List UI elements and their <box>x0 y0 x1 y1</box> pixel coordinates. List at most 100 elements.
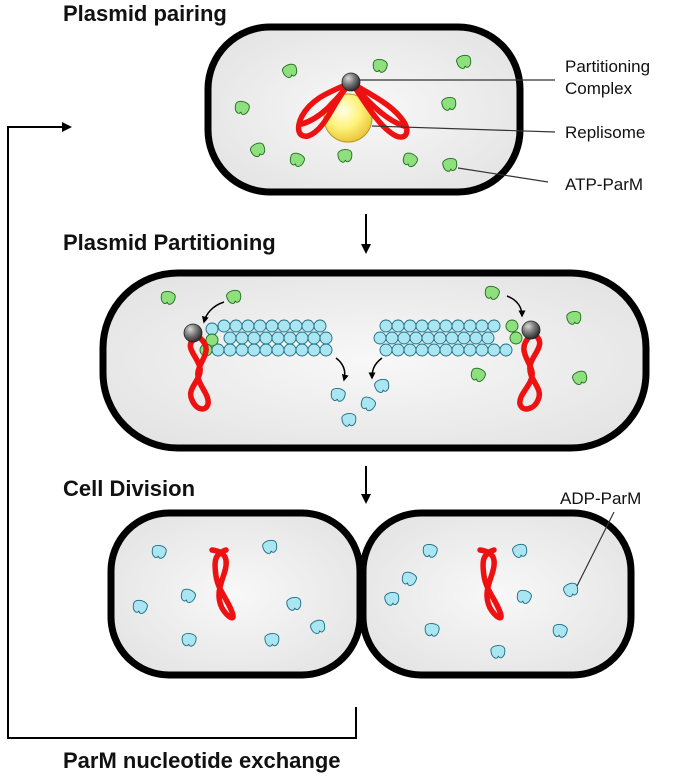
plasmid-left <box>295 80 353 139</box>
atp-parm-monomer <box>572 370 588 385</box>
partitioning-cell <box>99 269 650 452</box>
filament-subunit <box>277 319 291 333</box>
adp-parm-monomer <box>516 589 532 604</box>
filament-subunit <box>289 319 303 333</box>
atp-parm-monomer <box>337 149 353 163</box>
filament-subunit <box>445 331 459 345</box>
atp-parm-monomers <box>234 54 472 172</box>
filament-subunit <box>295 343 309 357</box>
atp-parm-monomer <box>250 142 266 158</box>
adp-parm-monomer <box>422 543 438 558</box>
title-plasmid-pairing: Plasmid pairing <box>63 1 227 26</box>
adp-parm-monomer <box>330 387 346 402</box>
filament-subunit <box>475 319 489 333</box>
filament-subunit <box>319 331 333 345</box>
filament-subunit <box>283 331 297 345</box>
filament-subunit <box>451 343 465 357</box>
filament-subunit <box>373 331 387 345</box>
filament-subunit <box>217 319 231 333</box>
filament-subunit <box>439 319 453 333</box>
filament-subunit <box>265 319 279 333</box>
parm-filament-right <box>373 319 513 357</box>
label-replisome: Replisome <box>565 123 645 142</box>
filament-subunit <box>463 343 477 357</box>
filament-subunit <box>295 331 309 345</box>
title-parm-nucleotide-exchange: ParM nucleotide exchange <box>63 748 341 773</box>
atp-parm-monomer <box>456 54 472 69</box>
plasmid-right <box>517 331 543 412</box>
adp-parm-monomer <box>132 599 148 614</box>
daughter-cell-right <box>359 509 635 679</box>
filament-subunit <box>259 331 273 345</box>
filament-subunit <box>463 319 477 333</box>
filament-subunit <box>313 319 327 333</box>
atp-parm-monomer <box>226 289 242 304</box>
atp-parm-monomer <box>372 58 388 73</box>
filament-subunit <box>439 343 453 357</box>
atp-parm-monomer <box>442 157 458 172</box>
filament-subunit <box>205 322 219 336</box>
atp-binding-arrow-right <box>506 295 526 318</box>
filament-subunit <box>481 331 495 345</box>
plasmid <box>477 547 504 621</box>
filament-subunit <box>307 343 321 357</box>
title-cell-division: Cell Division <box>63 476 195 501</box>
adp-parm-monomer <box>310 619 326 634</box>
adp-parm-monomer <box>264 633 280 647</box>
partitioning-complex-right <box>521 320 541 340</box>
filament-subunit <box>415 319 429 333</box>
cycle-return-arrow <box>7 122 357 739</box>
filament-subunit <box>379 319 393 333</box>
adp-parm-monomer <box>180 588 196 603</box>
label-adp-parm: ADP-ParM <box>560 489 641 508</box>
label-atp-parm: ATP-ParM <box>565 175 643 194</box>
filament-subunit <box>223 343 237 357</box>
adp-parm-monomer <box>360 396 376 412</box>
atp-parm-cap <box>205 333 219 347</box>
depolymerization-arrow-left <box>335 357 349 382</box>
plasmid-left <box>187 335 211 412</box>
filament-subunit <box>499 343 513 357</box>
adp-parm-monomer <box>181 633 197 647</box>
filament-subunit <box>307 331 321 345</box>
filament-subunit <box>433 331 447 345</box>
filament-subunit <box>421 331 435 345</box>
atp-parm-monomer <box>234 100 250 115</box>
adp-parm-monomer <box>341 413 357 427</box>
partitioning-complex-left <box>183 323 203 343</box>
atp-parm-monomer <box>160 290 176 305</box>
filament-subunit <box>301 319 315 333</box>
adp-parm-monomer <box>563 582 579 597</box>
filament-subunit <box>475 343 489 357</box>
cell-membrane <box>107 509 364 679</box>
filament-subunit <box>235 343 249 357</box>
filament-subunit <box>427 343 441 357</box>
label-complex: Complex <box>565 79 633 98</box>
filament-subunit <box>403 319 417 333</box>
cell-membrane <box>99 269 650 452</box>
filament-subunit <box>253 319 267 333</box>
filament-subunit <box>271 331 285 345</box>
depolymerization-arrow-right <box>368 357 383 380</box>
atp-parm-monomer <box>282 63 298 78</box>
filament-subunit <box>403 343 417 357</box>
adp-parm-monomer <box>490 645 506 659</box>
adp-parm-monomer <box>552 623 568 638</box>
filament-subunit <box>415 343 429 357</box>
atp-parm-monomer <box>402 152 418 168</box>
pairing-cell <box>204 23 524 196</box>
filament-subunit <box>385 331 399 345</box>
atp-parm-monomer <box>566 310 582 325</box>
atp-parm-cap <box>509 331 523 345</box>
filament-subunit <box>409 331 423 345</box>
adp-parm-monomer <box>424 623 440 637</box>
filament-subunit <box>379 343 393 357</box>
filament-subunit <box>283 343 297 357</box>
filament-subunit <box>487 343 501 357</box>
leader-adp-parm <box>576 511 615 587</box>
parm-filament-left <box>205 319 333 357</box>
filament-subunit <box>451 319 465 333</box>
leader-replisome <box>371 125 556 133</box>
filament-subunit <box>229 319 243 333</box>
atp-parm-monomer <box>289 152 305 167</box>
